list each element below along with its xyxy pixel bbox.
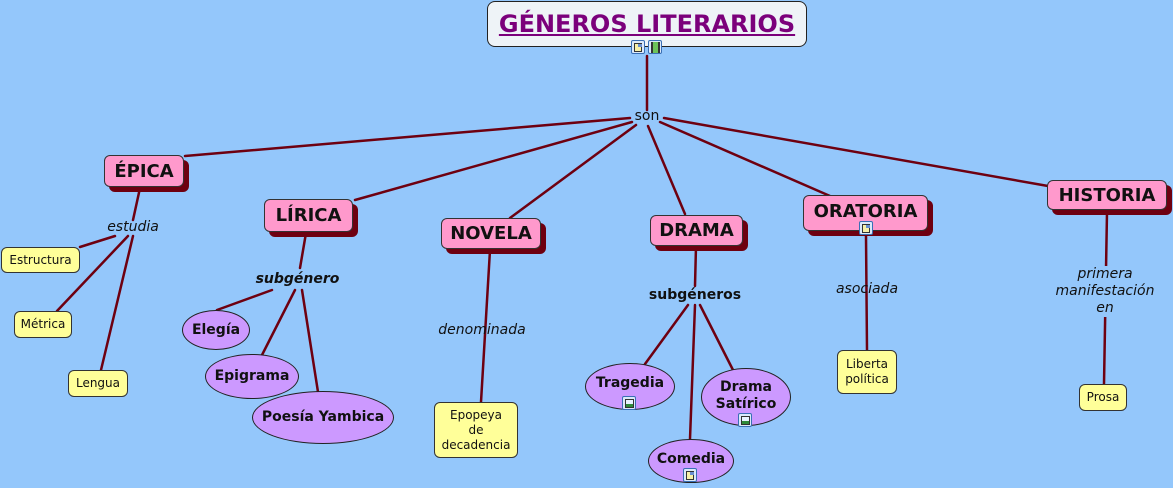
concept-metrica[interactable]: Métrica	[14, 311, 72, 338]
document-image-icon[interactable]	[631, 40, 645, 54]
link-label-asociada: asociada	[835, 281, 899, 297]
link-label-estudia: estudia	[107, 219, 159, 235]
image-icon[interactable]	[738, 413, 752, 427]
concept-epigrama[interactable]: Epigrama	[205, 354, 299, 399]
genre-node-lirica[interactable]: LÍRICA	[264, 199, 353, 232]
genre-label: LÍRICA	[275, 205, 342, 226]
concept-epopeya-de-decadencia[interactable]: Epopeya de decadencia	[434, 402, 518, 458]
title-node[interactable]: GÉNEROS LITERARIOS	[487, 1, 807, 47]
image-icon[interactable]	[622, 396, 636, 410]
concept-liberta-politica[interactable]: Liberta política	[837, 350, 897, 394]
link-label-denominada: denominada	[438, 322, 526, 338]
document-image-icon[interactable]	[859, 221, 873, 235]
genre-node-drama[interactable]: DRAMA	[650, 215, 743, 246]
genre-node-epica[interactable]: ÉPICA	[104, 155, 184, 187]
concept-estructura[interactable]: Estructura	[1, 247, 80, 273]
genre-label: DRAMA	[659, 220, 734, 241]
concept-elegia[interactable]: Elegía	[182, 310, 250, 350]
genre-label: HISTORIA	[1058, 184, 1156, 206]
genre-label: ÉPICA	[114, 160, 174, 182]
genre-node-novela[interactable]: NOVELA	[441, 218, 541, 249]
video-icon[interactable]	[648, 40, 662, 54]
document-image-icon[interactable]	[683, 468, 697, 482]
genre-label: ORATORIA	[813, 201, 918, 222]
concept-lengua[interactable]: Lengua	[68, 370, 128, 397]
genre-node-historia[interactable]: HISTORIA	[1047, 180, 1167, 210]
concept-prosa[interactable]: Prosa	[1079, 384, 1127, 411]
genre-label: NOVELA	[450, 223, 532, 244]
link-label-subgenero: subgénero	[255, 271, 340, 287]
title-label: GÉNEROS LITERARIOS	[498, 10, 796, 38]
concept-poesia-yambica[interactable]: Poesía Yambica	[252, 391, 394, 444]
link-label-subgeneros: subgéneros	[648, 287, 742, 303]
link-label-primera-manifestacion: primera manifestación en	[1050, 266, 1160, 317]
link-label-son: son	[634, 108, 660, 124]
